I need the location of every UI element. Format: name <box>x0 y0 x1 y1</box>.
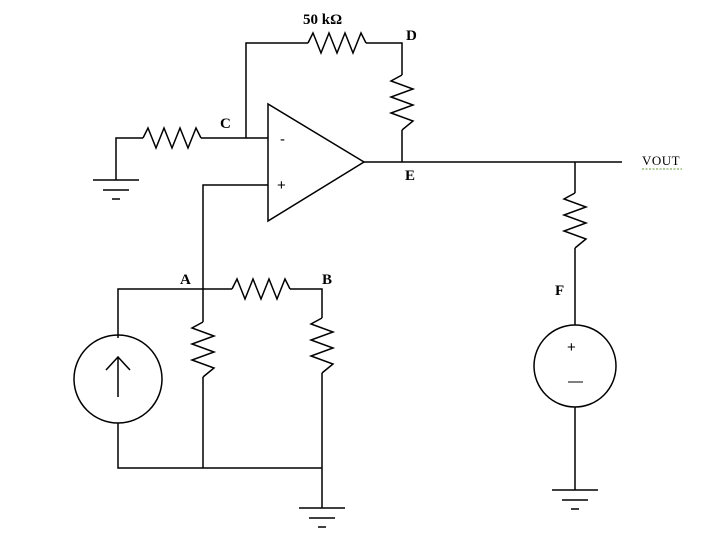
resistor-a-ground <box>189 321 217 378</box>
node-label-b: B <box>322 272 332 288</box>
ground-symbol-left <box>93 179 139 200</box>
ground-symbol-right <box>552 489 598 510</box>
opamp-triangle <box>267 102 366 223</box>
wire-top-rail-left <box>117 288 232 338</box>
node-label-e: E <box>405 168 415 184</box>
feedback-resistor-50k <box>307 30 367 56</box>
wire-ground-left <box>115 137 143 180</box>
node-label-f: F <box>555 283 564 299</box>
input-resistor <box>142 125 202 151</box>
resistor-a-b <box>231 276 291 302</box>
opamp-inverting-sign: - <box>280 131 285 148</box>
resistor-b-ground <box>308 317 336 374</box>
opamp-noninverting-sign: + <box>277 177 286 194</box>
wire-c-to-top <box>245 42 308 138</box>
ground-symbol-bottom <box>299 507 345 528</box>
node-label-d: D <box>406 28 417 44</box>
resistor-value-label: 50 kΩ <box>303 12 342 28</box>
voltage-source-minus: — <box>568 373 583 390</box>
node-label-a: A <box>180 272 191 288</box>
wire-to-b <box>290 288 323 318</box>
current-source-arrow-icon <box>105 355 131 397</box>
wire-source-bottom <box>117 423 322 469</box>
voltage-source-plus: + <box>567 339 576 356</box>
voltage-source <box>533 324 617 408</box>
vout-label: VOUT <box>642 153 680 168</box>
resistor-e-f <box>561 192 589 249</box>
wire-noninverting-to-a <box>202 184 268 289</box>
wire-to-d <box>366 42 403 75</box>
node-label-c: C <box>220 116 231 132</box>
resistor-d-e <box>388 74 416 131</box>
